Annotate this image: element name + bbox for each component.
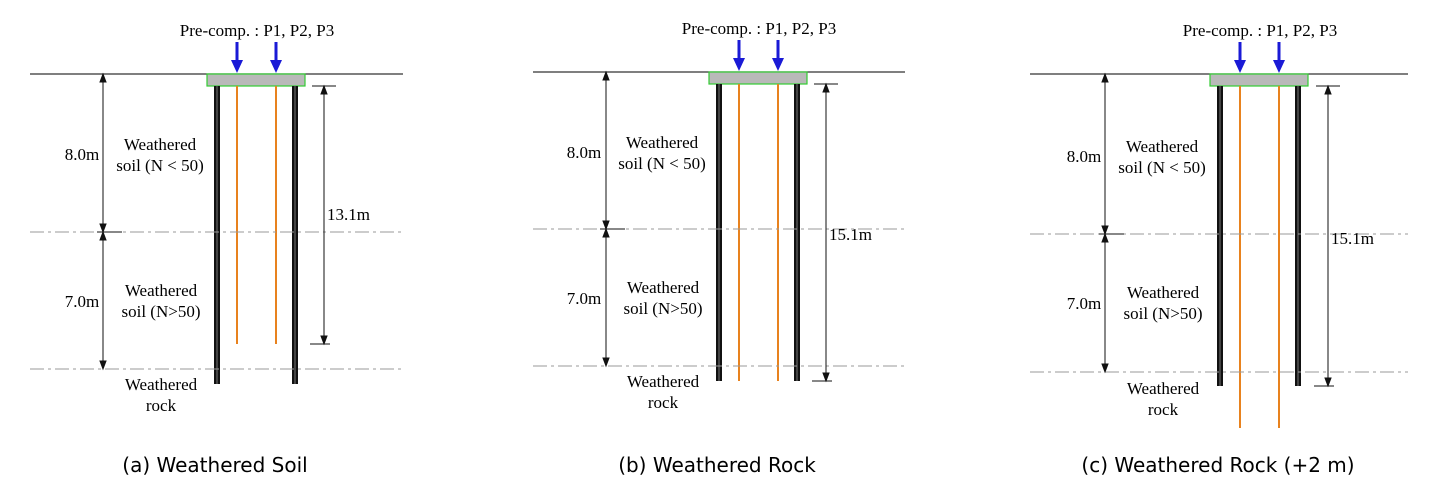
layer1-thickness: 8.0m bbox=[567, 143, 601, 162]
pile-length-label: 15.1m bbox=[829, 225, 872, 244]
layer1-name-line1: Weathered bbox=[626, 133, 699, 152]
pile-cap bbox=[708, 71, 808, 85]
pile-cap bbox=[206, 73, 306, 87]
layer1-name-line2: soil (N < 50) bbox=[618, 154, 706, 173]
thickness-dimension bbox=[97, 72, 122, 371]
pile-length-label: 15.1m bbox=[1331, 229, 1374, 248]
panel-b: Pre-comp. : P1, P2, P3 bbox=[533, 19, 905, 477]
pile-cap bbox=[1209, 73, 1309, 87]
layer2-thickness: 7.0m bbox=[1067, 294, 1101, 313]
layer1-name-line1: Weathered bbox=[124, 135, 197, 154]
pile-left bbox=[716, 84, 722, 381]
layer2-name-line1: Weathered bbox=[1127, 283, 1200, 302]
layer2-name-line2: soil (N>50) bbox=[122, 302, 201, 321]
base-name-line2: rock bbox=[146, 396, 177, 415]
pile-length-label: 13.1m bbox=[327, 205, 370, 224]
layer2-thickness: 7.0m bbox=[65, 292, 99, 311]
panel-a: Pre-comp. : P1, P2, P3 bbox=[30, 21, 403, 477]
pile-left bbox=[214, 86, 220, 384]
base-name-line1: Weathered bbox=[627, 372, 700, 391]
thickness-dimension bbox=[1099, 72, 1124, 374]
panel-caption: (a) Weathered Soil bbox=[122, 453, 307, 477]
load-label: Pre-comp. : P1, P2, P3 bbox=[180, 21, 334, 40]
base-name-line2: rock bbox=[648, 393, 679, 412]
load-arrow-1 bbox=[733, 40, 745, 71]
thickness-dimension bbox=[600, 70, 625, 368]
panel-c: Pre-comp. : P1, P2, P3 bbox=[1030, 21, 1408, 477]
panel-caption: (c) Weathered Rock (+2 m) bbox=[1081, 453, 1354, 477]
load-arrow-2 bbox=[270, 42, 282, 73]
pile-length-dimension bbox=[310, 84, 336, 346]
load-label: Pre-comp. : P1, P2, P3 bbox=[1183, 21, 1337, 40]
base-name-line1: Weathered bbox=[125, 375, 198, 394]
panel-caption: (b) Weathered Rock bbox=[618, 453, 816, 477]
layer2-name-line1: Weathered bbox=[627, 278, 700, 297]
layer1-name-line1: Weathered bbox=[1126, 137, 1199, 156]
pile-right bbox=[292, 86, 298, 384]
pile-right bbox=[794, 84, 800, 381]
pile-right bbox=[1295, 86, 1301, 386]
layer2-thickness: 7.0m bbox=[567, 289, 601, 308]
layer1-name-line2: soil (N < 50) bbox=[1118, 158, 1206, 177]
load-arrow-1 bbox=[1234, 42, 1246, 73]
layer1-thickness: 8.0m bbox=[65, 145, 99, 164]
pile-length-dimension bbox=[812, 82, 838, 383]
base-name-line1: Weathered bbox=[1127, 379, 1200, 398]
load-label: Pre-comp. : P1, P2, P3 bbox=[682, 19, 836, 38]
pile-left bbox=[1217, 86, 1223, 386]
base-name-line2: rock bbox=[1148, 400, 1179, 419]
pile-length-dimension bbox=[1314, 84, 1340, 388]
layer1-thickness: 8.0m bbox=[1067, 147, 1101, 166]
load-arrow-2 bbox=[772, 40, 784, 71]
layer2-name-line2: soil (N>50) bbox=[1124, 304, 1203, 323]
load-arrow-2 bbox=[1273, 42, 1285, 73]
load-arrow-1 bbox=[231, 42, 243, 73]
layer2-name-line1: Weathered bbox=[125, 281, 198, 300]
layer1-name-line2: soil (N < 50) bbox=[116, 156, 204, 175]
layer2-name-line2: soil (N>50) bbox=[624, 299, 703, 318]
